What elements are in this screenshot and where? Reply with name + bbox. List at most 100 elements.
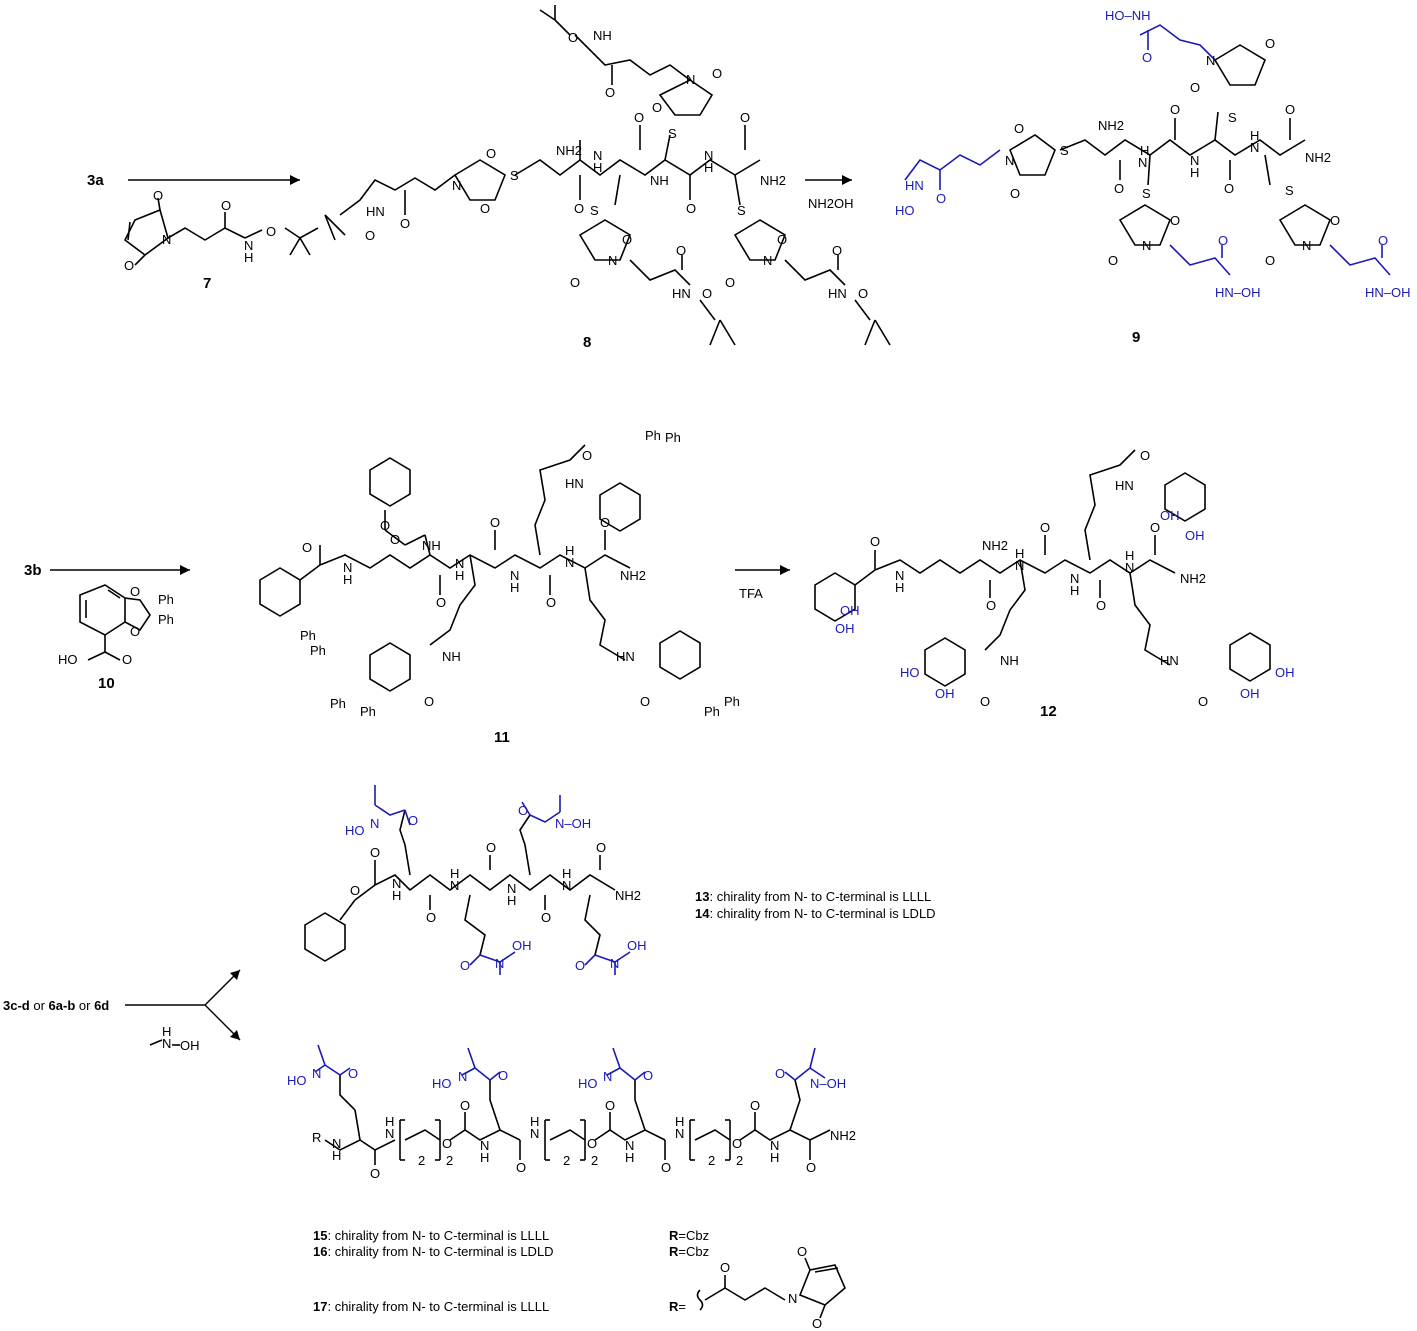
atom-label: HO bbox=[895, 203, 915, 218]
atom-label: O bbox=[870, 534, 880, 549]
atom-label: N bbox=[1206, 53, 1215, 68]
atom-label: O bbox=[1190, 80, 1200, 95]
atom-label: O bbox=[1140, 448, 1150, 463]
atom-label: H bbox=[1250, 128, 1259, 143]
arrowhead-2 bbox=[842, 175, 852, 185]
atom-label: NH2 bbox=[1305, 150, 1331, 165]
atom-label: HN bbox=[905, 178, 924, 193]
atom-label: 2 bbox=[418, 1153, 425, 1168]
atom-label: HN–OH bbox=[1365, 285, 1411, 300]
atom-label: N bbox=[450, 878, 459, 893]
atom-label: O bbox=[652, 100, 662, 115]
atom-label: H bbox=[385, 1114, 394, 1129]
atom-label: O bbox=[480, 201, 490, 216]
r-value: =Cbz bbox=[678, 1228, 709, 1243]
atom-label: OH bbox=[1240, 686, 1260, 701]
atom-label: H bbox=[1125, 548, 1134, 563]
compound-10-label: 10 bbox=[98, 675, 115, 692]
atom-label: N bbox=[343, 560, 352, 575]
atom-label: N bbox=[770, 1138, 779, 1153]
atom-label: O bbox=[460, 1098, 470, 1113]
note-16: 16: chirality from N- to C-terminal is L… bbox=[313, 1244, 554, 1259]
atom-label: N bbox=[1302, 238, 1311, 253]
atom-label: H bbox=[565, 543, 574, 558]
note-13: 13: chirality from N- to C-terminal is L… bbox=[695, 889, 931, 904]
atom-label: O bbox=[812, 1316, 822, 1331]
atom-label: O bbox=[486, 840, 496, 855]
atom-label: 2 bbox=[563, 1153, 570, 1168]
atom-label: O bbox=[370, 1166, 380, 1181]
atom-label: O bbox=[266, 224, 276, 239]
start-compound-3a: 3a bbox=[87, 172, 104, 189]
atom-label: N bbox=[675, 1126, 684, 1141]
atom-label: O bbox=[546, 595, 556, 610]
atom-label: O bbox=[1170, 213, 1180, 228]
atom-label: N bbox=[608, 253, 617, 268]
r-def-15: R=Cbz bbox=[669, 1228, 709, 1243]
arrowhead-1 bbox=[290, 175, 300, 185]
atom-label: S bbox=[1142, 186, 1151, 201]
atom-label: S bbox=[1228, 110, 1237, 125]
atom-label: NH bbox=[422, 538, 441, 553]
atom-label: O bbox=[1265, 36, 1275, 51]
atom-label: O bbox=[350, 883, 360, 898]
atom-label: O bbox=[600, 515, 610, 530]
atom-label: O bbox=[980, 694, 990, 709]
note-14: 14: chirality from N- to C-terminal is L… bbox=[695, 906, 936, 921]
atom-label: O bbox=[1330, 213, 1340, 228]
arrowhead-6 bbox=[230, 1030, 240, 1040]
atom-label: NH2 bbox=[1180, 571, 1206, 586]
start-bold-a: 3c-d bbox=[3, 998, 30, 1013]
atom-label: N bbox=[763, 253, 772, 268]
atom-label: HN bbox=[565, 476, 584, 491]
atom-label: H bbox=[343, 572, 352, 587]
atom-label: N bbox=[455, 556, 464, 571]
atom-label: O bbox=[400, 216, 410, 231]
atom-label: H bbox=[244, 250, 253, 265]
atom-label: O bbox=[732, 1136, 742, 1151]
atom-label: O bbox=[302, 540, 312, 555]
start-bold-c: 6d bbox=[94, 998, 109, 1013]
compound-15-17-structure: R H N O N H 2 O 2 O N H O N H 2 O 2 O N … bbox=[287, 1044, 856, 1181]
atom-label: Ph bbox=[330, 696, 346, 711]
atom-label: O bbox=[605, 85, 615, 100]
r-def-16: R=Cbz bbox=[669, 1244, 709, 1259]
atom-label: 2 bbox=[708, 1153, 715, 1168]
atom-label: O bbox=[365, 228, 375, 243]
atom-label: N bbox=[1250, 140, 1259, 155]
start-sep-a: or bbox=[30, 998, 49, 1013]
atom-label: N bbox=[788, 1291, 797, 1306]
start-compounds-3c-6d: 3c-d or 6a-b or 6d bbox=[3, 998, 109, 1013]
atom-label: NH bbox=[593, 28, 612, 43]
atom-label: O bbox=[130, 584, 140, 599]
atom-label: N bbox=[480, 1138, 489, 1153]
compound-9-structure: NH2 S O O N O H N O N H O H N O NH2 S S … bbox=[895, 8, 1411, 300]
r-label: R bbox=[669, 1244, 679, 1259]
atom-label: HN bbox=[1115, 478, 1134, 493]
r-value: = bbox=[678, 1299, 686, 1314]
atom-label: N bbox=[603, 1069, 612, 1084]
atom-label: H bbox=[480, 1150, 489, 1165]
atom-label: O bbox=[442, 1136, 452, 1151]
atom-label: O bbox=[1285, 102, 1295, 117]
atom-label: O bbox=[122, 652, 132, 667]
atom-label: HO bbox=[578, 1076, 598, 1091]
atom-label: N bbox=[452, 178, 461, 193]
atom-label: N bbox=[562, 878, 571, 893]
atom-label: Ph bbox=[704, 704, 720, 719]
atom-label: N bbox=[162, 232, 171, 247]
r-group-17-structure: O N O O bbox=[696, 1244, 846, 1331]
compound-13-14-structure: O O N H O H N O N H O H N O NH2 HO N O O… bbox=[304, 785, 647, 975]
atom-label: O bbox=[936, 191, 946, 206]
reagent-tfa: TFA bbox=[739, 586, 763, 601]
atom-label: HO bbox=[58, 652, 78, 667]
atom-label: O bbox=[806, 1160, 816, 1175]
compound-11-label: 11 bbox=[494, 729, 510, 746]
atom-label: H bbox=[455, 568, 464, 583]
atom-label: O bbox=[426, 910, 436, 925]
note-16-num: 16 bbox=[313, 1244, 327, 1259]
atom-label: HN–OH bbox=[1215, 285, 1261, 300]
atom-label: NH2 bbox=[1098, 118, 1124, 133]
atom-label: O bbox=[1096, 598, 1106, 613]
atom-label: HO bbox=[900, 665, 920, 680]
